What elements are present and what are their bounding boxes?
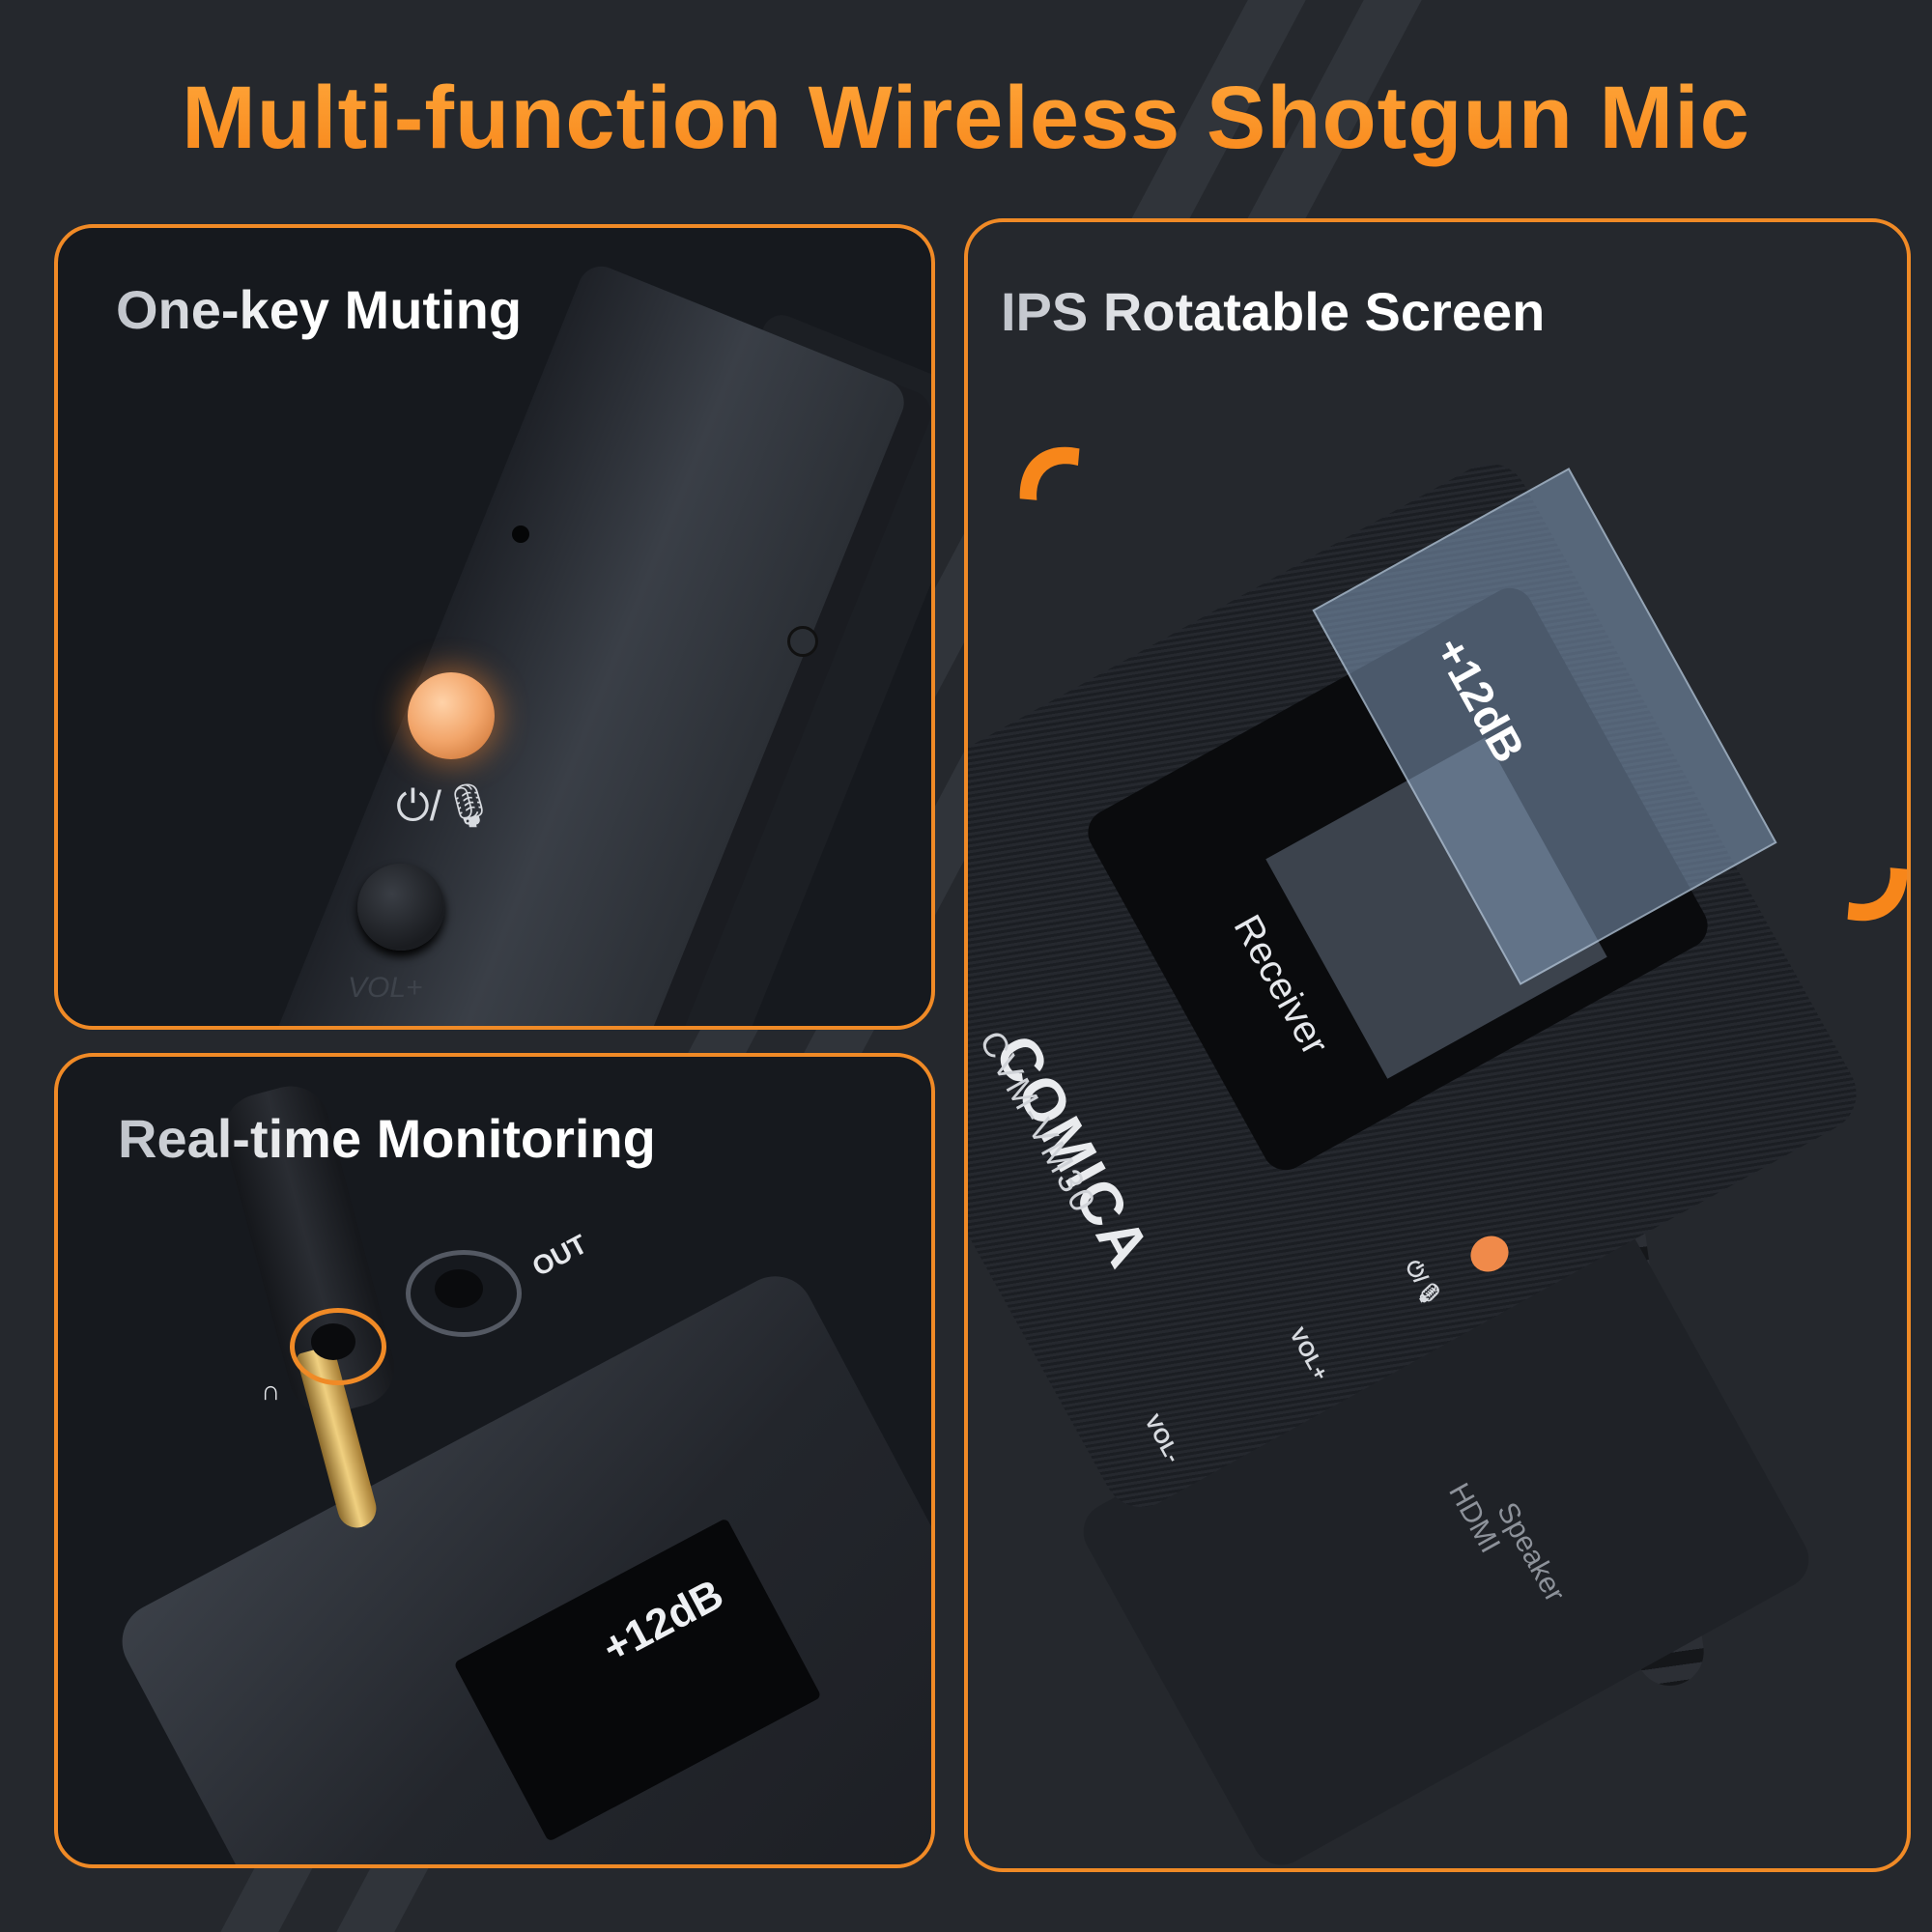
volume-up-button[interactable] [357, 864, 444, 951]
output-jack[interactable] [406, 1250, 522, 1337]
page-title: Multi-function Wireless Shotgun Mic [0, 68, 1932, 169]
clip-screw [787, 626, 818, 657]
panel-ips-rotatable-screen: IPS Rotatable Screen Speaker HDMI Receiv… [964, 218, 1911, 1872]
panel-title: IPS Rotatable Screen [1001, 281, 1546, 342]
headphone-jack[interactable] [290, 1308, 386, 1385]
rotate-arrow-icon [988, 417, 1205, 641]
panel-title: One-key Muting [116, 279, 523, 340]
out-label: OUT [526, 1228, 592, 1283]
power-mute-icon: ⏻/🎙 [396, 782, 496, 830]
headphone-jack-hole [311, 1323, 355, 1360]
vol-label: VOL+ [348, 972, 423, 1004]
headphone-icon: ∩ [261, 1376, 281, 1406]
panel-one-key-muting: One-key Muting ⏻/🎙 VOL+ [54, 224, 935, 1030]
panel-real-time-monitoring: Real-time Monitoring ∩ OUT +12dB [54, 1053, 935, 1868]
mic-pinhole [512, 526, 529, 543]
mute-button[interactable] [408, 672, 495, 759]
panel-title: Real-time Monitoring [118, 1108, 656, 1169]
output-jack-hole [435, 1269, 483, 1308]
